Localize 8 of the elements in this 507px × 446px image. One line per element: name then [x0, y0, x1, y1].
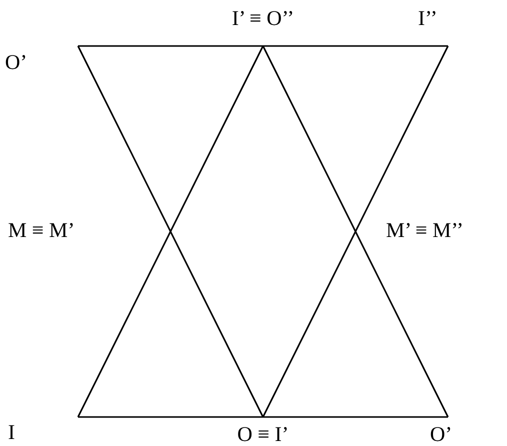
point-label: O’	[430, 424, 452, 445]
point-label: I	[8, 422, 15, 443]
point-label: I’ ≡ O’’	[232, 8, 294, 29]
point-label: O’	[5, 52, 28, 73]
point-label: I’’	[418, 8, 438, 29]
point-label: M ≡ M’	[8, 220, 75, 241]
point-label: M’ ≡ M’’	[386, 220, 464, 241]
point-label: O ≡ I’	[237, 424, 289, 445]
